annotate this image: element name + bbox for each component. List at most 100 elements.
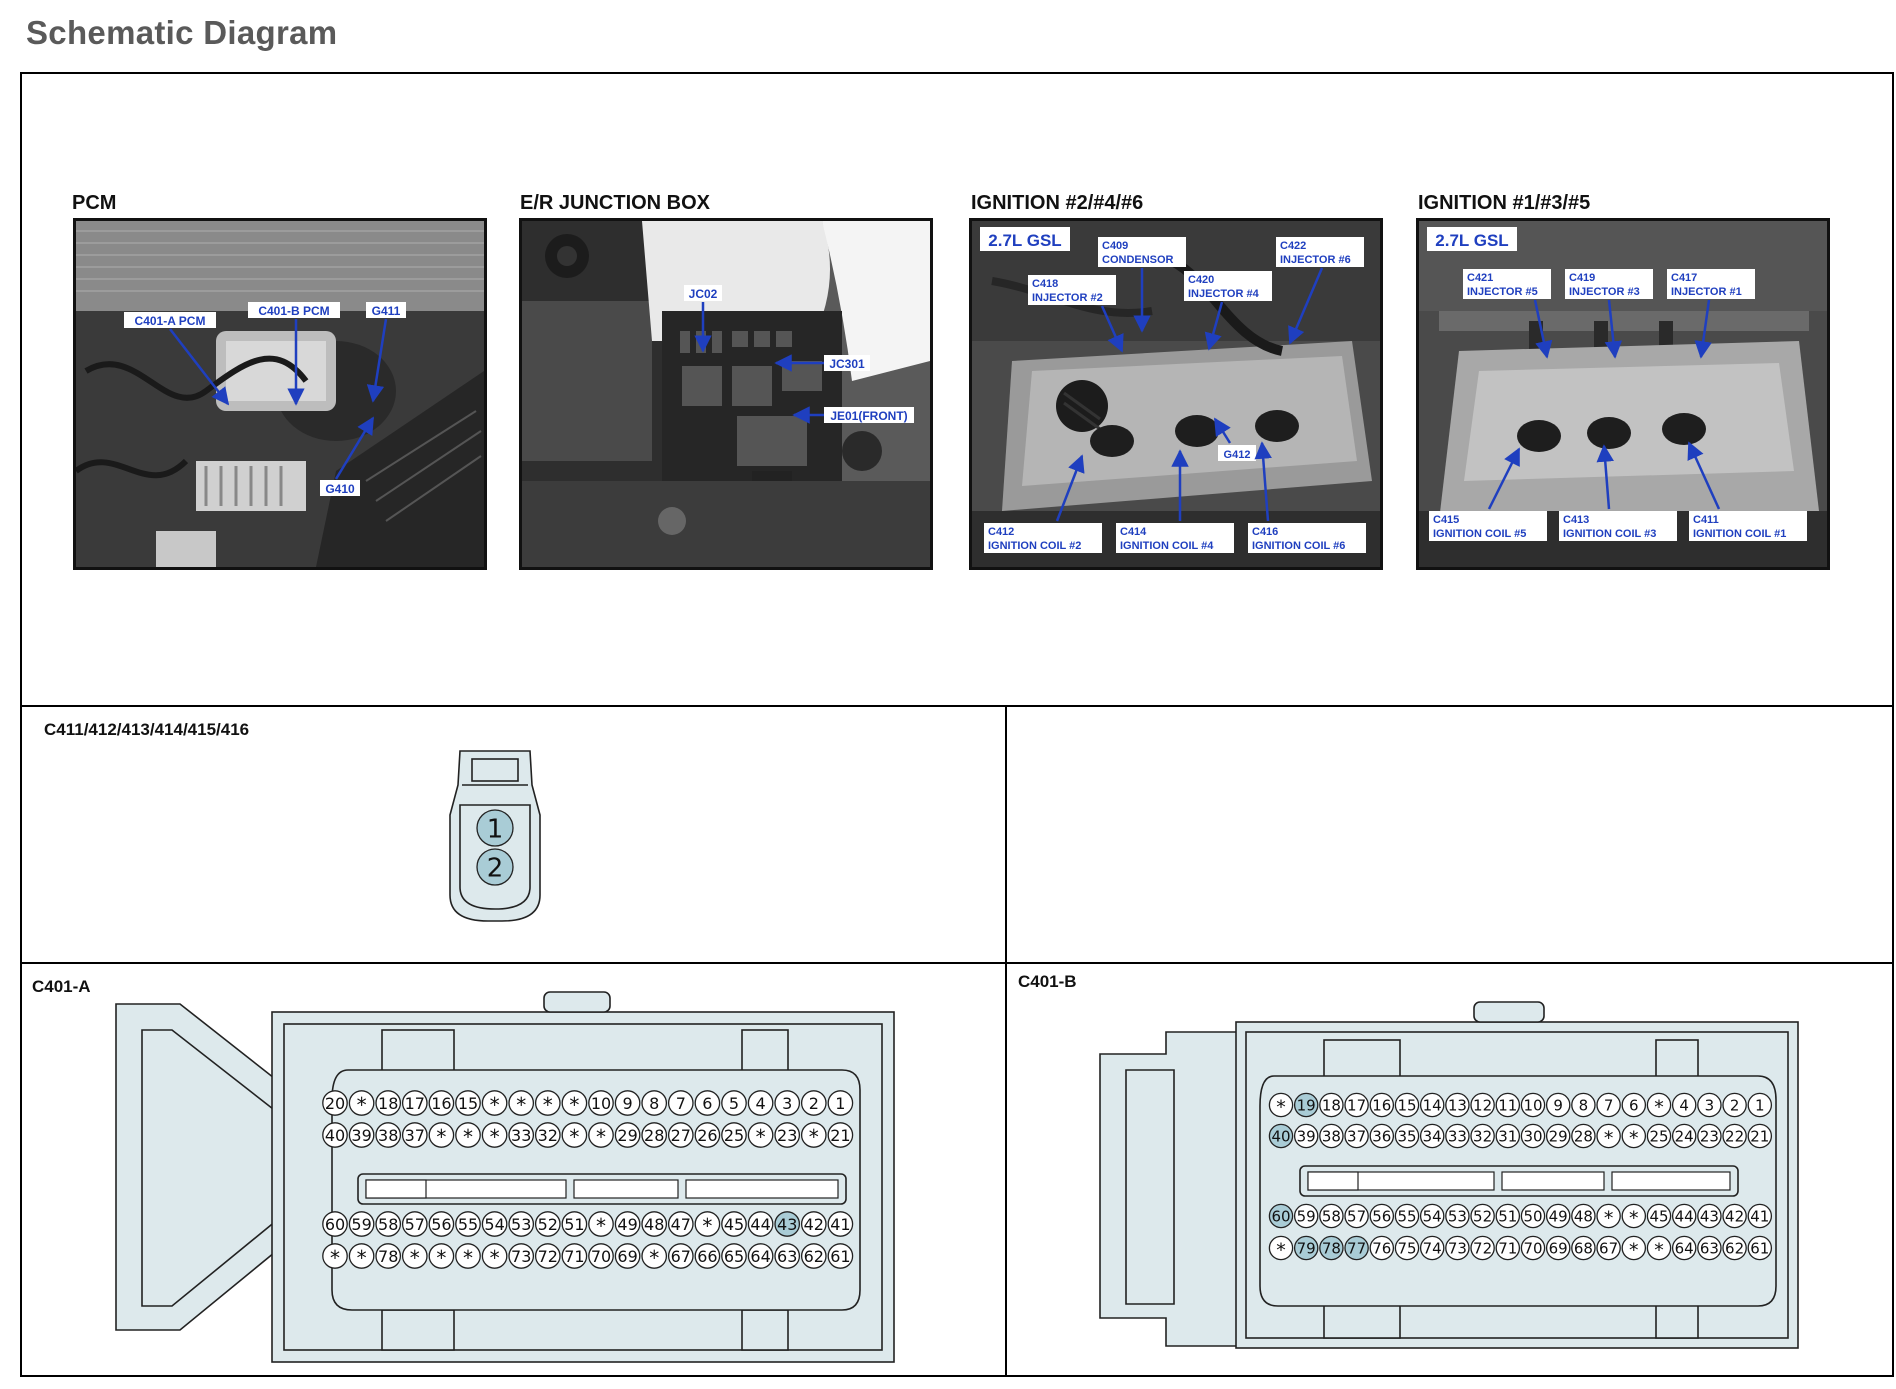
connector-b-pin-circle: [1319, 1123, 1344, 1149]
connector-b-pin-circle: [1571, 1092, 1596, 1118]
connector-a-pin-label: 3: [782, 1094, 792, 1113]
connector-b-pin-circle: [1319, 1092, 1344, 1118]
connector-b-pin-label: 36: [1372, 1127, 1391, 1145]
connector-a-pin-circle: [401, 1211, 428, 1237]
connector-b-pin-label: 8: [1579, 1096, 1589, 1114]
connector-a-pin-circle: [348, 1090, 375, 1116]
connector-a-pin-label: 32: [538, 1126, 558, 1145]
connector-a-pin-circle: [375, 1122, 402, 1148]
connector-a-pin-circle: [641, 1211, 668, 1237]
connector-a-pin-circle: [401, 1090, 428, 1116]
connector-b-pin-label: 45: [1649, 1207, 1668, 1225]
connector-a-pin-circle: [455, 1090, 481, 1116]
callout-c414-desc: IGNITION COIL #4: [1120, 540, 1214, 552]
callout-c411-code: C411: [1693, 514, 1719, 526]
connector-a-pin-circle: [774, 1243, 801, 1269]
connector-b-pin-label: 63: [1700, 1239, 1719, 1257]
connector-a-pin-label: 42: [804, 1215, 824, 1234]
connector-b-pin-label: 28: [1574, 1127, 1593, 1145]
connector-b-pin-label: *: [1276, 1239, 1286, 1261]
callout-c420-code: C420: [1188, 274, 1214, 286]
connector-b-pin-label: 25: [1649, 1127, 1668, 1145]
connector-b-pin-circle: [1671, 1092, 1697, 1118]
connector-b-pin-circle: [1319, 1203, 1344, 1229]
connector-b-pin-circle: [1293, 1235, 1319, 1261]
connector-a-pin-label: 64: [750, 1247, 770, 1266]
connector-b-pin-label: 74: [1423, 1239, 1442, 1257]
callout-c409-code: C409: [1102, 240, 1128, 252]
connector-b-pin-circle: [1697, 1092, 1722, 1118]
connector-b-pin-label: 68: [1574, 1239, 1593, 1257]
connector-a-pin-label: 47: [671, 1215, 691, 1234]
callout-c416-code: C416: [1252, 526, 1278, 538]
small-connector-label: C411/412/413/414/415/416: [44, 720, 250, 739]
connector-a-pin-label: 16: [431, 1094, 451, 1113]
callout-c416-desc: IGNITION COIL #6: [1252, 540, 1345, 552]
connector-b-pin-label: 13: [1448, 1096, 1467, 1114]
connector-b-pin-circle: [1293, 1203, 1319, 1229]
connector-b-pin-circle: [1646, 1235, 1672, 1261]
connector-b-pin-label: 43: [1700, 1207, 1719, 1225]
callout-c421-code: C421: [1467, 272, 1493, 284]
connector-a-pin-label: 65: [724, 1247, 744, 1266]
connector-a-pin-label: 45: [724, 1215, 744, 1234]
connector-a-pin-label: 26: [697, 1126, 717, 1145]
connector-a-pin-label: 39: [351, 1126, 371, 1145]
connector-b-pin-label: 19: [1297, 1096, 1316, 1114]
connector-a-pin-circle: [614, 1243, 641, 1269]
connector-b-pin-circle: [1369, 1123, 1395, 1149]
connector-b-pin-label: 18: [1322, 1096, 1341, 1114]
connector-a-pin-circle: [508, 1090, 535, 1116]
connector-a-pin-circle: [694, 1090, 721, 1116]
connector-b-pin-circle: [1596, 1203, 1621, 1229]
connector-b-pin-label: 60: [1271, 1207, 1290, 1225]
connector-b-pin-label: *: [1629, 1127, 1639, 1149]
connector-b-pin-circle: [1419, 1092, 1445, 1118]
connector-b-pin-circle: [1697, 1235, 1722, 1261]
callout-c409-desc: CONDENSOR: [1102, 254, 1174, 266]
connector-b-pin-label: 51: [1498, 1207, 1517, 1225]
connector-a-pin-circle: [827, 1090, 854, 1116]
connector-b-pin-label: 16: [1372, 1096, 1391, 1114]
connector-a-pin-label: 5: [729, 1094, 739, 1113]
connector-b-pin-label: 64: [1675, 1239, 1694, 1257]
connector-a-pin-label: 25: [724, 1126, 744, 1145]
connector-a-pin-circle: [694, 1243, 721, 1269]
divider-vertical: [1005, 705, 1007, 1377]
callout-c413-code: C413: [1563, 514, 1589, 526]
connector-b-pin-circle: [1319, 1235, 1344, 1261]
connector-a-pin-label: 33: [511, 1126, 531, 1145]
connector-a-label: C401-A: [32, 977, 91, 996]
connector-a-pin-circle: [827, 1243, 854, 1269]
connector-b-pin-circle: [1394, 1203, 1420, 1229]
connector-b-pin-label: 67: [1599, 1239, 1618, 1257]
connector-b-pin-circle: [1646, 1092, 1672, 1118]
connector-a-pin-label: *: [702, 1214, 712, 1238]
connector-a-pin-label: 43: [777, 1215, 797, 1234]
connector-a-pin-label: 66: [697, 1247, 717, 1266]
connector-a-pin-circle: [588, 1122, 614, 1148]
connector-a-pin-circle: [694, 1211, 721, 1237]
connector-b-label: C401-B: [1018, 972, 1077, 991]
connector-b-pin-label: 32: [1473, 1127, 1492, 1145]
connector-b-pin-circle: [1445, 1235, 1470, 1261]
connector-b-pin-label: 54: [1423, 1207, 1442, 1225]
connector-a-pin-label: 53: [511, 1215, 531, 1234]
connector-a-pin-circle: [614, 1090, 641, 1116]
callout-c422-desc: INJECTOR #6: [1280, 254, 1351, 266]
connector-b-pin-circle: [1495, 1235, 1521, 1261]
connector-b-pin-circle: [1621, 1123, 1647, 1149]
connector-a-pin-label: 61: [830, 1247, 850, 1266]
connector-b-pin-circle: [1571, 1203, 1596, 1229]
connector-b-pin-label: 42: [1725, 1207, 1744, 1225]
connector-a-pin-label: 37: [405, 1126, 425, 1145]
connector-a-pin-circle: [827, 1211, 854, 1237]
connector-a-pin-circle: [721, 1090, 747, 1116]
connector-a-pin-circle: [508, 1211, 535, 1237]
connector-b-pin-circle: [1747, 1235, 1773, 1261]
connector-a-pin-circle: [322, 1090, 348, 1116]
connector-a-pin-circle: [667, 1211, 694, 1237]
connector-a-pin-circle: [800, 1243, 827, 1269]
connector-b-pin-circle: [1520, 1203, 1546, 1229]
connector-a-pin-label: 52: [538, 1215, 558, 1234]
